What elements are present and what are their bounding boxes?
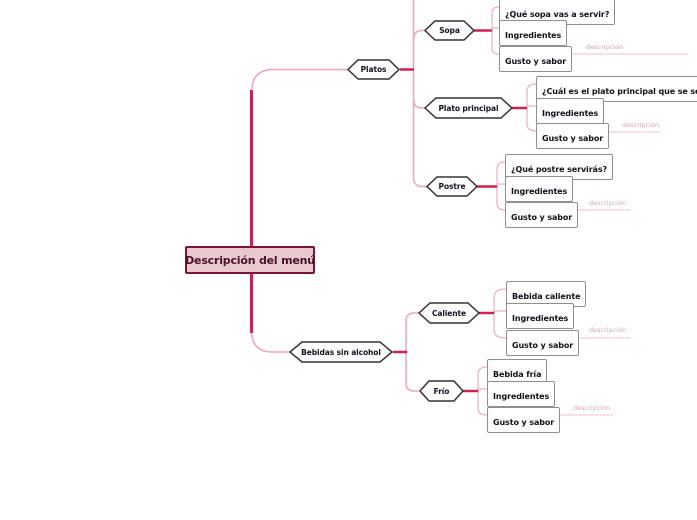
leaf-label: Bebida fría	[493, 370, 542, 379]
edge-root-platos	[250, 68, 348, 94]
edges-frio-leaves	[477, 366, 488, 416]
leaf-node-frio-ingredientes[interactable]: Ingredientes	[487, 381, 556, 407]
leaf-label: ¿Qué postre servirás?	[511, 165, 608, 174]
hexagon-shape	[346, 59, 401, 80]
leaf-label: Gusto y sabor	[542, 134, 604, 143]
edges-plato-principal-leaves	[526, 83, 537, 132]
root-label: Descripción del menú	[185, 253, 315, 267]
edge-label-descripcion[interactable]: descripción	[573, 404, 611, 412]
edge-root-bebidas	[250, 329, 290, 353]
leaf-label: Gusto y sabor	[511, 213, 573, 222]
edge-label-descripcion[interactable]: descripción	[586, 43, 624, 51]
branch-label: Frío	[433, 386, 450, 396]
branch-node-platos[interactable]: Platos	[346, 59, 401, 80]
branch-label: Platos	[360, 65, 387, 74]
hexagon-shape	[423, 97, 514, 119]
leaf-node-bebida-caliente[interactable]: Bebida caliente	[506, 281, 587, 307]
leaf-node-plato-gusto-y-sabor[interactable]: Gusto y sabor	[536, 123, 610, 149]
hexagon-shape	[425, 176, 479, 197]
edges-postre-leaves	[496, 161, 506, 211]
hexagon-shape	[288, 341, 394, 363]
hexagon-shape	[418, 380, 465, 402]
leaf-node-postre-ingredientes[interactable]: Ingredientes	[505, 176, 574, 202]
branch-node-frio[interactable]: Frío	[418, 380, 465, 402]
edge-label-descripcion[interactable]: descripción	[589, 326, 627, 334]
branch-node-bebidas-sin-alcohol[interactable]: Bebidas sin alcohol	[288, 341, 394, 363]
leaf-label: Ingredientes	[512, 314, 569, 323]
branch-node-plato-principal[interactable]: Plato principal	[423, 97, 514, 119]
branch-label: Sopa	[439, 26, 460, 35]
edges-sopa-leaves	[491, 6, 500, 55]
leaf-label: Gusto y sabor	[493, 418, 555, 427]
leaf-node-cual-plato-principal[interactable]: ¿Cuál es el plato principal que se servi…	[536, 76, 697, 102]
leaf-node-plato-ingredientes[interactable]: Ingredientes	[536, 98, 605, 124]
leaf-node-sopa-ingredientes[interactable]: Ingredientes	[499, 20, 568, 46]
branch-label: Postre	[438, 182, 466, 191]
branch-node-postre[interactable]: Postre	[425, 176, 479, 197]
edge-label-descripcion[interactable]: descripción	[589, 199, 627, 207]
branch-node-sopa[interactable]: Sopa	[423, 20, 476, 41]
leaf-node-postre-gusto-y-sabor[interactable]: Gusto y sabor	[505, 202, 579, 228]
leaf-label: Gusto y sabor	[505, 57, 567, 66]
leaf-label: Bebida caliente	[512, 292, 581, 301]
leaf-label: Ingredientes	[511, 187, 568, 196]
leaf-label: ¿Cuál es el plato principal que se servi…	[542, 87, 697, 96]
root-node-descripcion-del-menu[interactable]: Descripción del menú	[185, 246, 315, 274]
leaf-label: Gusto y sabor	[512, 341, 574, 350]
edges-caliente-leaves	[493, 288, 507, 339]
leaf-node-caliente-ingredientes[interactable]: Ingredientes	[506, 303, 575, 329]
hexagon-shape	[417, 302, 481, 324]
edge-label-descripcion[interactable]: descripción	[622, 121, 660, 129]
leaf-label: ¿Qué sopa vas a servir?	[505, 10, 610, 19]
leaf-label: Ingredientes	[505, 31, 562, 40]
branch-label: Caliente	[431, 308, 466, 318]
leaf-node-sopa-gusto-y-sabor[interactable]: Gusto y sabor	[499, 46, 573, 72]
leaf-node-frio-gusto-y-sabor[interactable]: Gusto y sabor	[487, 407, 561, 433]
hexagon-shape	[423, 20, 476, 41]
leaf-node-caliente-gusto-y-sabor[interactable]: Gusto y sabor	[506, 330, 580, 356]
branch-node-caliente[interactable]: Caliente	[417, 302, 481, 324]
leaf-node-bebida-fria[interactable]: Bebida fría	[487, 359, 548, 385]
branch-label: Bebidas sin alcohol	[301, 347, 381, 357]
leaf-label: Ingredientes	[542, 109, 599, 118]
branch-label: Plato principal	[438, 103, 499, 113]
trunk-bebidas-children	[405, 312, 419, 392]
leaf-label: Ingredientes	[493, 392, 550, 401]
